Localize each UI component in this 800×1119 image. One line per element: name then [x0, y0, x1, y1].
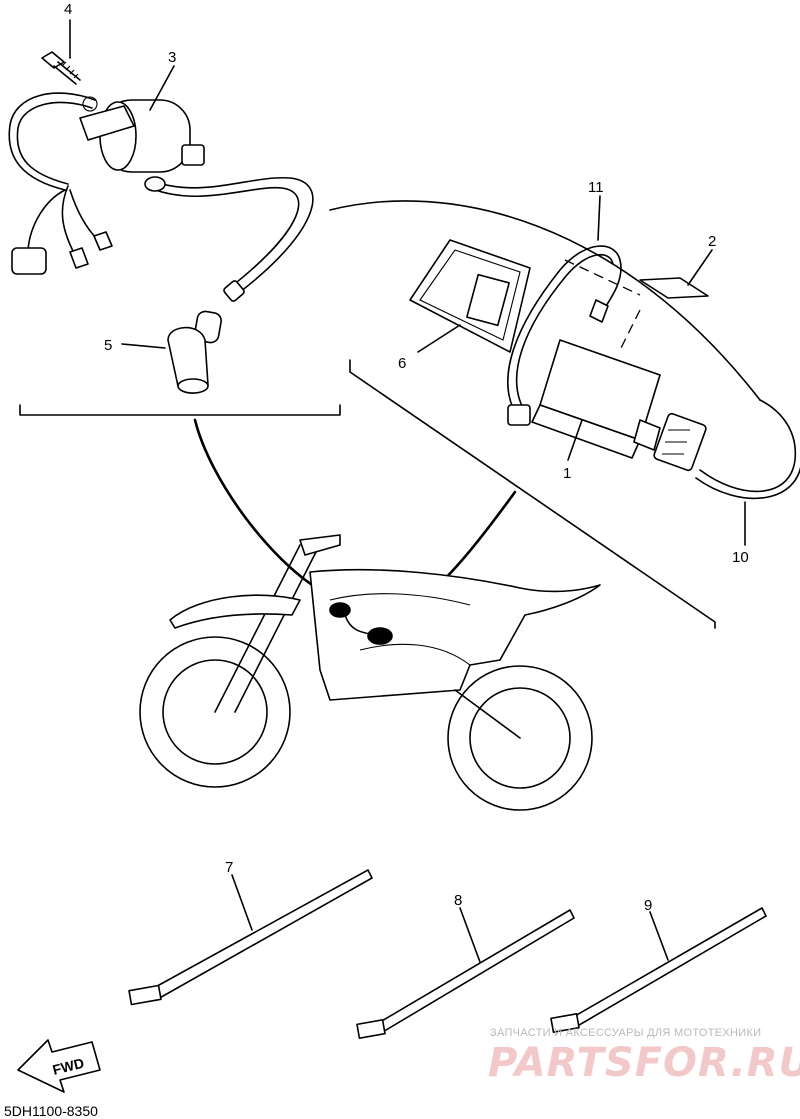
wire-part-11 [507, 245, 622, 426]
fwd-arrow-icon: FWD [17, 1039, 101, 1093]
watermark-brand: PARTSFOR.RU [488, 1040, 800, 1086]
callout-2: 2 [708, 233, 716, 250]
callout-5: 5 [104, 337, 112, 354]
cable-tie-part-7 [128, 869, 373, 1006]
ignition-coil-assembly [8, 92, 314, 302]
motorcycle-outline [139, 534, 601, 811]
assembly-line [619, 309, 641, 351]
callout-leaders [69, 19, 746, 963]
callout-10: 10 [732, 549, 749, 566]
bolt-part-4 [41, 51, 81, 85]
pad-part-2 [639, 277, 709, 299]
spark-plug-cap-part-5 [167, 310, 222, 394]
cdi-bracket-part-6 [409, 239, 531, 353]
callout-8: 8 [454, 892, 462, 909]
callout-numbers: 4 3 5 6 11 2 1 10 7 8 9 [64, 1, 749, 914]
assembly-line [564, 259, 641, 296]
cable-tie-part-8 [356, 909, 575, 1039]
watermark-tagline: ЗАПЧАСТИ И АКСЕССУАРЫ ДЛЯ МОТОТЕХНИКИ [490, 1027, 761, 1039]
fwd-label: FWD [51, 1055, 86, 1078]
watermark: ЗАПЧАСТИ И АКСЕССУАРЫ ДЛЯ МОТОТЕХНИКИ PA… [488, 1027, 800, 1086]
lead-part-10 [653, 399, 800, 500]
cable-tie-part-9 [550, 907, 767, 1033]
callout-11: 11 [588, 179, 604, 196]
cdi-unit-part-1 [531, 339, 661, 459]
callout-4: 4 [64, 1, 72, 18]
callout-7: 7 [225, 859, 233, 876]
callout-3: 3 [168, 49, 176, 66]
callout-1: 1 [563, 465, 571, 482]
group-brackets [19, 200, 761, 629]
callout-6: 6 [398, 355, 406, 372]
diagram-code: 5DH1100-8350 [4, 1103, 98, 1119]
callout-9: 9 [644, 897, 652, 914]
